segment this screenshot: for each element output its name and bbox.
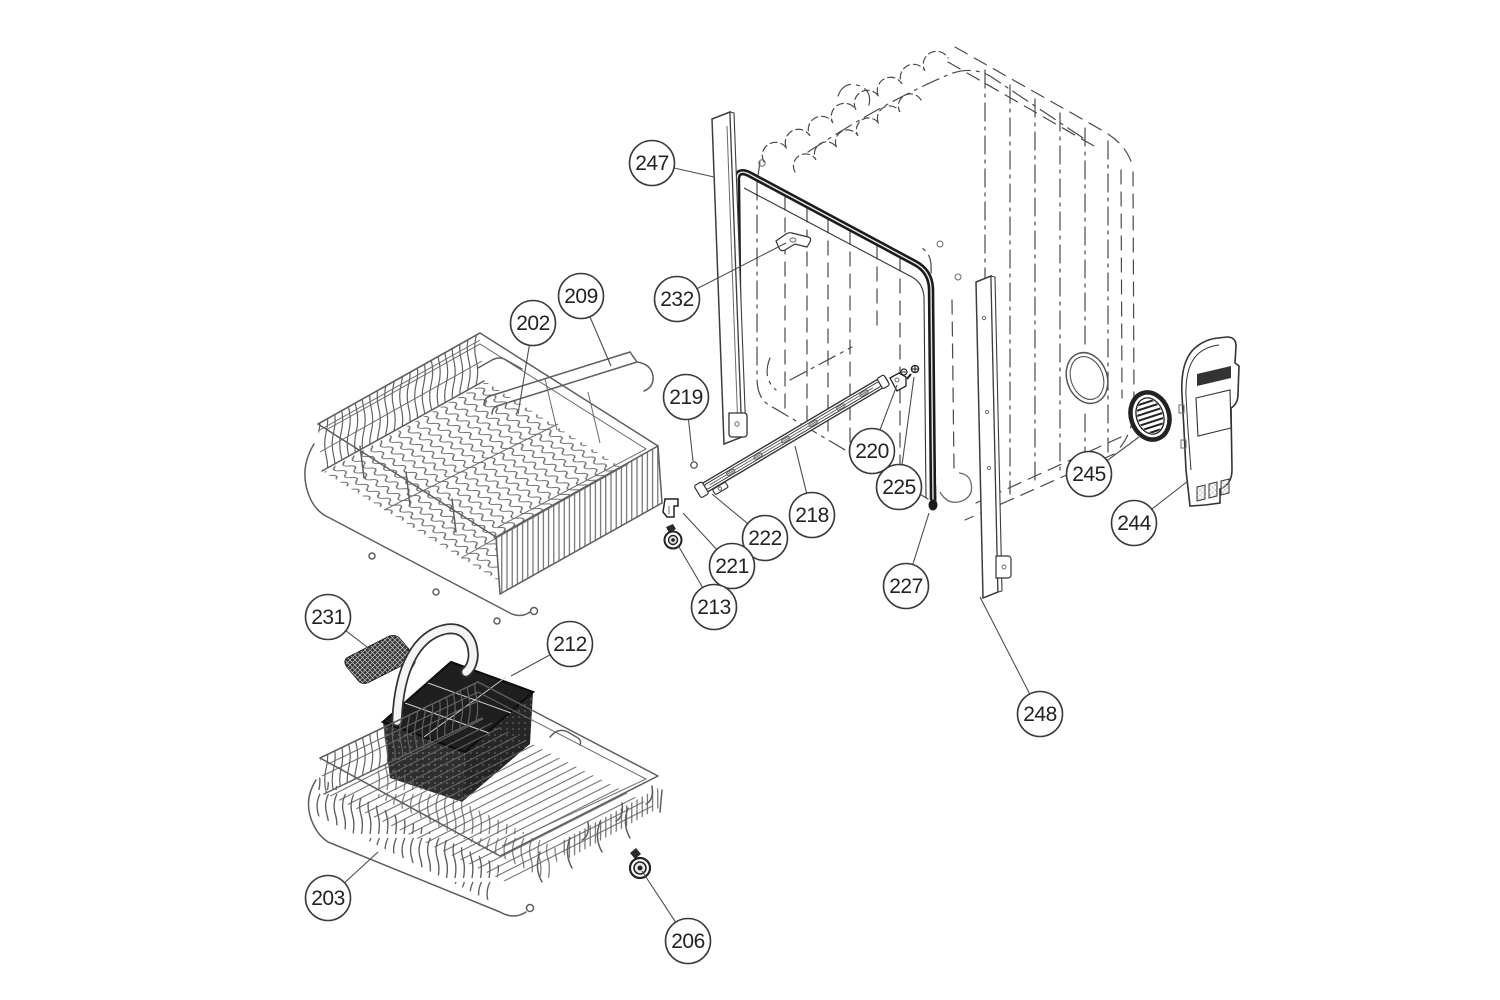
callout-balloon[interactable] — [546, 620, 594, 668]
callout-225[interactable]: 225 — [875, 376, 923, 511]
callout-balloon[interactable] — [690, 583, 738, 631]
callout-label: 203 — [311, 887, 345, 910]
callout-label: 232 — [660, 288, 694, 311]
gasket-end-cap — [928, 499, 938, 511]
callout-245[interactable]: 245 — [1065, 436, 1140, 498]
callout-label: 220 — [855, 440, 889, 463]
callout-label: 225 — [882, 476, 916, 499]
callout-label: 245 — [1072, 463, 1106, 486]
callout-label: 231 — [311, 606, 345, 629]
callout-227[interactable]: 227 — [882, 512, 930, 610]
rail-bracket-220 — [889, 368, 908, 392]
callout-label: 213 — [697, 596, 731, 619]
callout-203[interactable]: 203 — [304, 851, 379, 922]
callout-219[interactable]: 219 — [662, 373, 710, 462]
callout-balloon[interactable] — [875, 463, 923, 511]
callout-label: 222 — [748, 527, 782, 550]
callout-balloon[interactable] — [1110, 499, 1158, 547]
callout-231[interactable]: 231 — [304, 593, 372, 651]
callout-balloon[interactable] — [741, 514, 789, 562]
pin-219 — [690, 461, 698, 469]
callout-232[interactable]: 232 — [653, 242, 787, 323]
upper-rack — [304, 332, 663, 625]
callout-206[interactable]: 206 — [641, 870, 712, 965]
screw-225 — [906, 364, 920, 380]
vent-grille — [1128, 390, 1172, 442]
callout-202[interactable]: 202 — [509, 299, 557, 415]
tub-vent-hole — [1065, 351, 1109, 405]
callout-balloon[interactable] — [882, 562, 930, 610]
callout-label: 209 — [564, 285, 598, 308]
callout-213[interactable]: 213 — [678, 546, 738, 631]
callout-layer: 202 209 247 232 219 220 225 218 222 221 213 227 248 2… — [304, 139, 1189, 965]
callout-balloon[interactable] — [1065, 450, 1113, 498]
callout-balloon[interactable] — [1016, 690, 1064, 738]
vent-door-assembly — [1178, 336, 1240, 507]
callout-label: 212 — [553, 633, 587, 656]
callout-label: 227 — [889, 575, 923, 598]
callout-212[interactable]: 212 — [510, 620, 594, 677]
callout-balloon[interactable] — [653, 275, 701, 323]
lower-rack — [307, 681, 663, 917]
callout-balloon[interactable] — [304, 874, 352, 922]
callout-220[interactable]: 220 — [848, 384, 898, 475]
callout-label: 247 — [635, 152, 669, 175]
callout-label: 206 — [671, 930, 705, 953]
tub-right-face-lines — [984, 69, 1109, 506]
callout-balloon[interactable] — [304, 593, 352, 641]
door-clip — [775, 232, 812, 252]
roller-213 — [663, 524, 683, 550]
callout-218[interactable]: 218 — [788, 445, 836, 539]
callout-248[interactable]: 248 — [979, 596, 1064, 738]
callout-label: 244 — [1117, 512, 1151, 535]
callout-balloon[interactable] — [557, 272, 605, 320]
callout-label: 219 — [669, 386, 703, 409]
callout-247[interactable]: 247 — [628, 139, 715, 187]
callout-balloon[interactable] — [509, 299, 557, 347]
callout-209[interactable]: 209 — [557, 272, 612, 367]
callout-balloon[interactable] — [848, 427, 896, 475]
door-side-strip-right — [975, 274, 1012, 600]
tub-top-scallops-inner — [792, 93, 922, 173]
rack-wheel — [628, 848, 652, 880]
tub-top-scallops — [761, 50, 949, 163]
callout-balloon[interactable] — [662, 373, 710, 421]
callout-balloon[interactable] — [788, 491, 836, 539]
callout-244[interactable]: 244 — [1110, 480, 1189, 547]
callout-label: 202 — [516, 312, 550, 335]
callout-balloon[interactable] — [708, 542, 756, 590]
tub-cabinet-outline — [756, 46, 1135, 521]
door-gasket — [733, 169, 938, 511]
callout-label: 221 — [715, 555, 749, 578]
callout-balloon[interactable] — [664, 917, 712, 965]
callout-balloon[interactable] — [628, 139, 676, 187]
clip-221 — [662, 498, 679, 518]
hinge-bracket — [728, 412, 748, 438]
callout-label: 248 — [1023, 703, 1057, 726]
callout-222[interactable]: 222 — [711, 493, 789, 562]
callout-221[interactable]: 221 — [682, 512, 756, 590]
slide-rail — [694, 374, 890, 498]
callout-label: 218 — [795, 504, 829, 527]
